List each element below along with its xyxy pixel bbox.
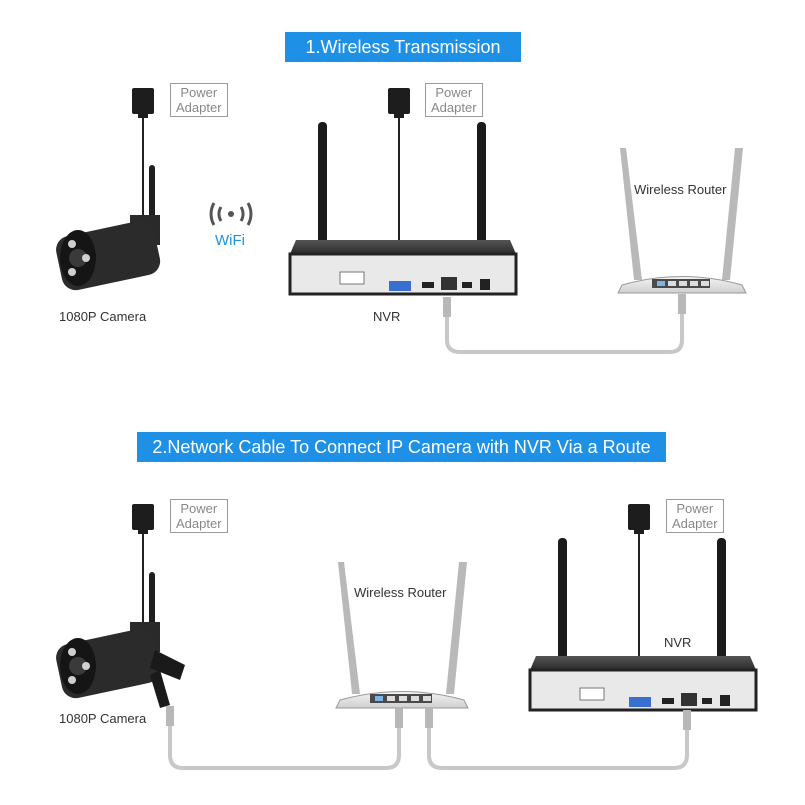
network-cable-2a (166, 706, 403, 770)
wifi-label: WiFi (215, 232, 245, 249)
camera-1 (56, 165, 161, 291)
power-adapter-nvr-2 (628, 504, 650, 656)
power-adapter-label: Power Adapter (666, 499, 724, 533)
power-adapter-nvr-1 (388, 88, 410, 240)
network-cable-1 (443, 294, 686, 354)
router-2 (335, 562, 469, 709)
power-adapter-label: Power Adapter (170, 83, 228, 117)
power-adapter-label: Power Adapter (170, 499, 228, 533)
router-label: Wireless Router (634, 182, 727, 197)
router-label: Wireless Router (354, 585, 447, 600)
camera-label: 1080P Camera (59, 711, 147, 726)
nvr-1 (288, 122, 518, 296)
nvr-label: NVR (664, 635, 692, 650)
section1-title: 1.Wireless Transmission (285, 32, 521, 62)
wifi-icon (209, 202, 253, 226)
router-1 (617, 148, 747, 294)
power-adapter-camera-1 (132, 88, 154, 215)
nvr-label: NVR (373, 309, 401, 324)
nvr-2 (528, 538, 758, 712)
network-cable-2b (425, 708, 691, 770)
section2-title: 2.Network Cable To Connect IP Camera wit… (137, 432, 666, 462)
camera-2 (56, 572, 185, 708)
camera-label: 1080P Camera (59, 309, 147, 324)
power-adapter-label: Power Adapter (425, 83, 483, 117)
